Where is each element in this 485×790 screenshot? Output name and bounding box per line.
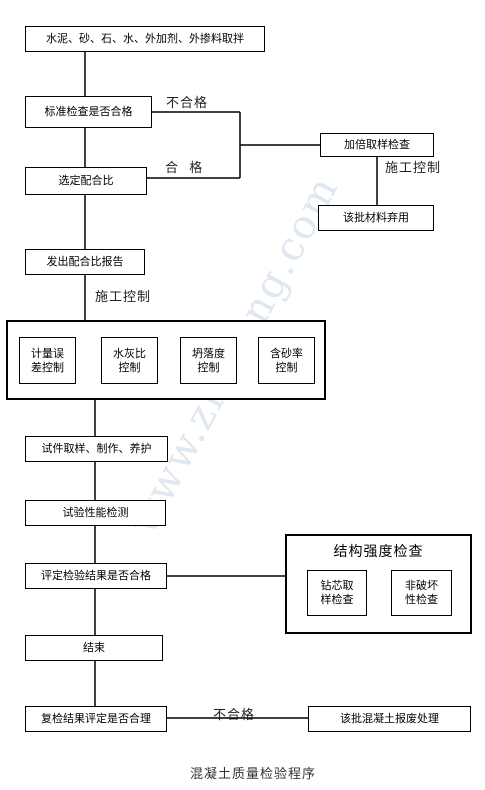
edge-label-fail-2: 不合格 [213,708,256,723]
edge-label-construction-control-1: 施工控制 [385,161,442,176]
node-water-cement-ratio: 水灰比 控制 [101,337,158,384]
edge-label-fail-1: 不合格 [166,96,209,111]
node-scrap-concrete: 该批混凝土报废处理 [308,706,471,732]
node-double-sampling: 加倍取样检查 [320,133,434,157]
node-end: 结束 [25,635,163,661]
node-nondestructive: 非破坏 性检查 [391,570,452,616]
node-discard-material: 该批材料弃用 [318,205,434,231]
node-metering-error: 计量误 差控制 [19,337,76,384]
edge-label-construction-control-2: 施工控制 [95,290,152,305]
node-sand-ratio: 含砂率 控制 [258,337,315,384]
node-select-mix: 选定配合比 [25,167,147,195]
edge-label-pass-1: 合 格 [165,161,204,176]
node-core-sampling: 钻芯取 样检查 [307,570,367,616]
node-specimen-prep: 试件取样、制作、养护 [25,436,168,462]
diagram-title: 混凝土质量检验程序 [190,767,317,782]
node-issue-mix-report: 发出配合比报告 [25,249,145,275]
node-slump: 坍落度 控制 [180,337,237,384]
node-performance-test: 试验性能检测 [25,500,166,526]
node-material-sampling: 水泥、砂、石、水、外加剂、外掺料取拌 [25,26,265,52]
node-evaluate-result: 评定检验结果是否合格 [25,563,167,589]
node-standard-check: 标准检查是否合格 [25,96,152,128]
node-recheck: 复检结果评定是否合理 [25,706,167,732]
